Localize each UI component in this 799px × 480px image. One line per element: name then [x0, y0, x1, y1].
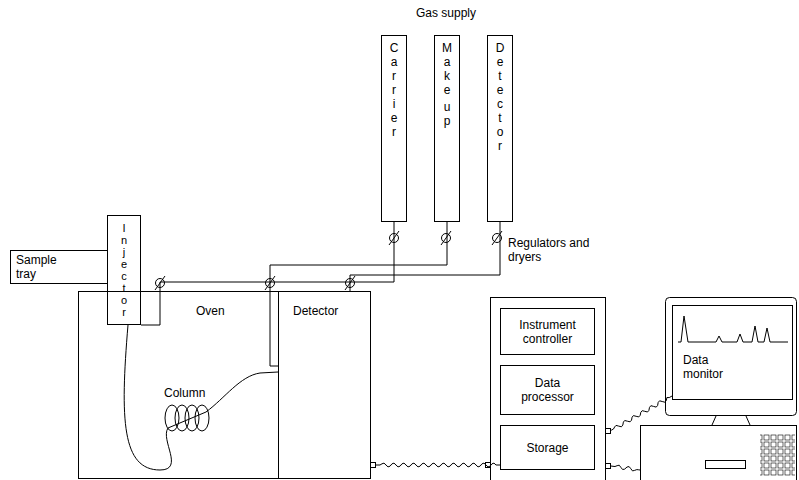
node-label: Oven [196, 304, 256, 318]
vertical-label: Detector [496, 41, 505, 153]
controller-box: Instrument controller [500, 308, 595, 355]
signal-cable [376, 463, 500, 467]
oven-box: Oven Detector [78, 291, 371, 479]
regulator-slash [441, 231, 451, 245]
node-label: Sample tray [16, 253, 68, 281]
label-holder: Column [164, 386, 214, 400]
monitor-screen: Data monitor [672, 305, 793, 400]
column-tube [124, 325, 278, 470]
storage-box: Storage [500, 425, 595, 470]
part-label: Regulators and dryers [508, 236, 600, 264]
gas-line [270, 222, 447, 366]
node-label: Detector [293, 304, 363, 318]
monitor-frame [666, 298, 797, 416]
sample-tray: Sample tray [10, 250, 108, 284]
node-label: Data monitor [683, 353, 745, 381]
chromatogram-trace [678, 316, 788, 342]
gas-line [141, 222, 394, 325]
processor-box: Data processor [500, 365, 595, 415]
vertical-label: Injector [121, 222, 127, 318]
cable-plug [606, 464, 611, 469]
computer-base [641, 426, 797, 480]
part-label: Column [164, 386, 214, 400]
label-holder: Regulators and dryers [508, 236, 600, 264]
cable-plug [371, 463, 376, 468]
detector-compartment: Detector [278, 291, 371, 479]
group-label: Gas supply [416, 6, 486, 20]
drive-slot [706, 461, 746, 469]
column-coil [165, 405, 209, 431]
keyboard-cable [611, 465, 640, 471]
vertical-label: Carrier [390, 41, 399, 139]
cabinet [491, 298, 606, 480]
gas-cylinder: Detector [487, 35, 513, 222]
label-holder: Gas supply [416, 6, 486, 20]
node-label: Instrument controller [510, 318, 585, 346]
node-label: Storage [510, 441, 585, 455]
vertical-label: Make up [442, 41, 452, 128]
signal-cable [610, 396, 672, 431]
keypad [760, 434, 795, 476]
cable-plug [606, 429, 611, 434]
gas-cylinder: Make up [434, 35, 460, 222]
monitor-stand [712, 416, 750, 425]
gas-line [350, 222, 500, 291]
regulators [155, 231, 502, 290]
injector-box: Injector [107, 215, 141, 325]
coil-turn [195, 405, 209, 431]
node-label: Data processor [513, 376, 583, 404]
gas-cylinder: Carrier [381, 35, 407, 222]
